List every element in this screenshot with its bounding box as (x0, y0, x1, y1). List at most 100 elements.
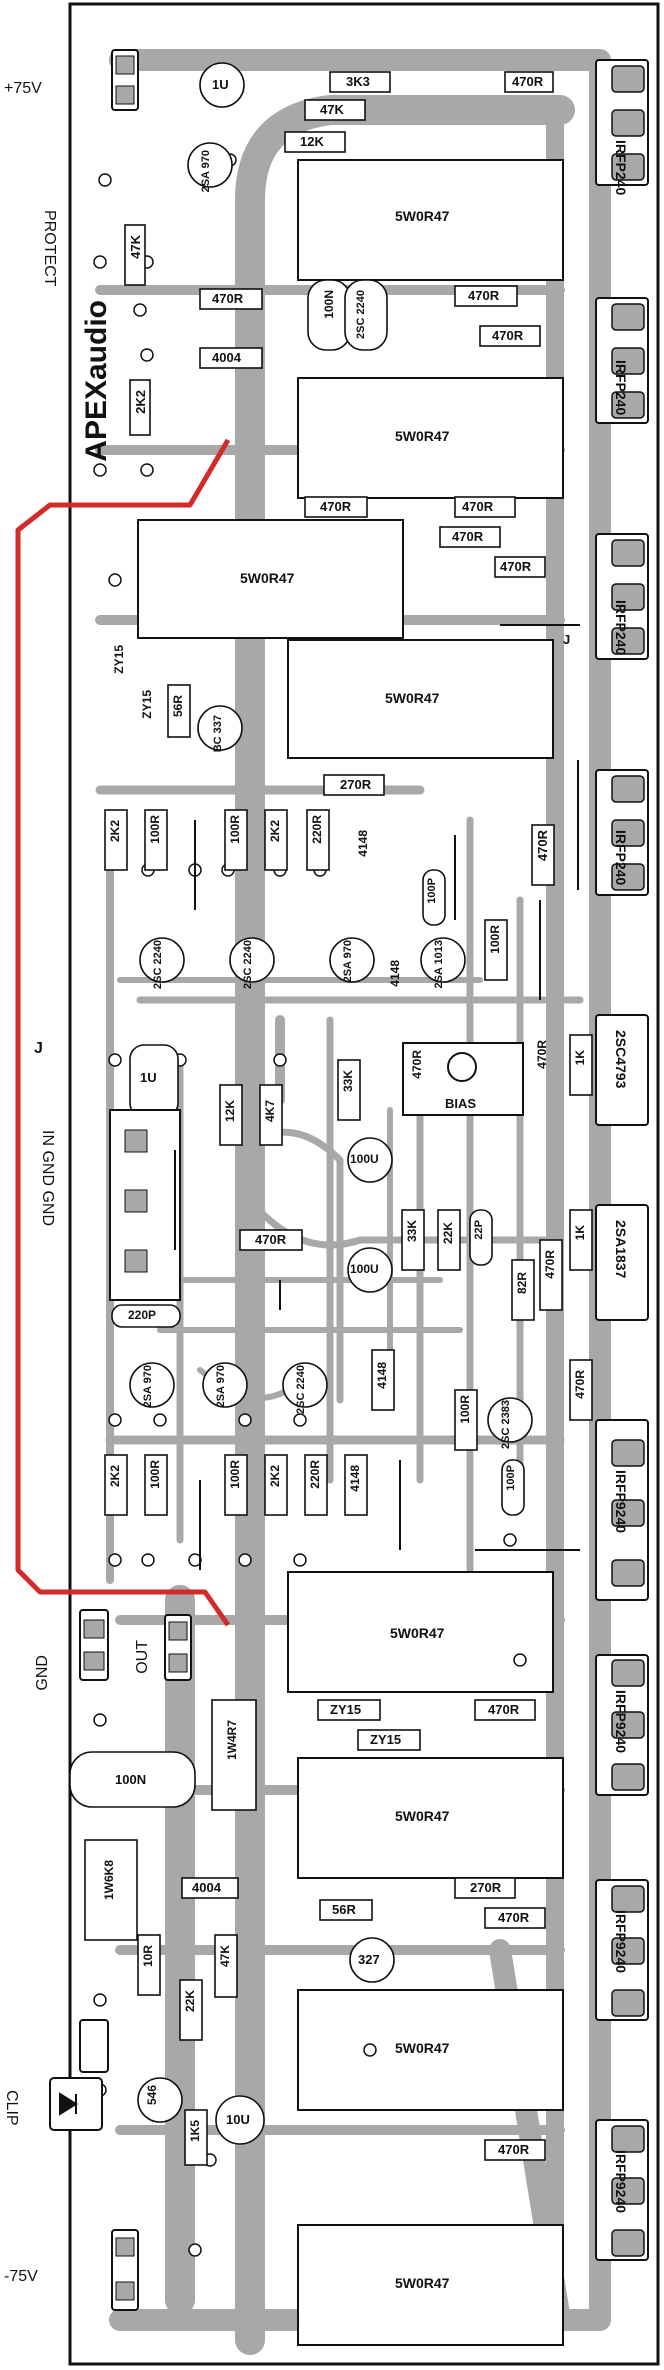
part-label: 100R (458, 1395, 472, 1424)
part-label: 470R (498, 2142, 530, 2157)
part-label: 10R (141, 1945, 155, 1968)
part-label: 12K (300, 134, 324, 149)
transistor-label: IRFP240 (613, 830, 629, 886)
transistor-label: IRFP240 (613, 600, 629, 656)
part-label: 100N (322, 290, 336, 319)
part-label: 470R (452, 529, 484, 544)
transistor-label: IRFP9240 (613, 2150, 629, 2214)
part-label: ZY15 (112, 645, 126, 674)
part-label: ZY15 (370, 1732, 402, 1747)
part-label: 47K (128, 235, 143, 259)
part-label: 1K5 (188, 2120, 202, 2143)
part-label: 100R (148, 815, 162, 844)
part-label: 100P (505, 1465, 517, 1491)
part-label: 47K (320, 102, 344, 117)
part-label: 2SA 970 (215, 1365, 227, 1408)
transistor-pads (611, 65, 645, 2257)
part-label: 470R (543, 1250, 557, 1279)
input-wire (15, 438, 231, 1627)
part-label: 470R (255, 1232, 287, 1247)
part-label: 100R (228, 1460, 242, 1489)
part-label: 100N (115, 1772, 147, 1787)
part-label: 2SC 2240 (355, 290, 367, 339)
part-label: 100R (228, 815, 242, 844)
transistor-label: IRFP9240 (613, 1470, 629, 1534)
part-label: 82R (515, 1272, 529, 1295)
part-label: 470R (492, 328, 524, 343)
part-label: 270R (340, 777, 372, 792)
part-label: 2SA 1013 (433, 940, 445, 989)
part-label: 22K (183, 1990, 197, 2013)
part-label: 470R (512, 74, 544, 89)
bias-pot-label: BIAS (445, 1096, 477, 1111)
part-label: 327 (358, 1952, 380, 1967)
part-label: 470R (535, 830, 550, 862)
part-label: 220P (128, 1308, 157, 1322)
part-label: 2SC 2383 (500, 1400, 512, 1449)
part-label: 4148 (388, 960, 402, 987)
part-label: 220R (310, 815, 324, 844)
power-resistors (137, 159, 564, 2346)
part-label: 4148 (375, 1362, 389, 1389)
transistor-label: IRFP240 (613, 360, 629, 416)
part-label: 1U (212, 77, 229, 92)
part-label: 22K (441, 1222, 455, 1245)
power-resistor-label: 5W0R47 (395, 428, 450, 444)
jumpers (174, 624, 580, 1570)
part-label: 2K2 (133, 390, 148, 414)
jumper-label: J (563, 632, 571, 647)
part-label: 470R (488, 1702, 520, 1717)
part-label: 1U (140, 1070, 157, 1085)
part-label: 47K (218, 1945, 232, 1968)
part-label: 100P (426, 878, 438, 904)
power-resistor-label: 5W0R47 (395, 2040, 450, 2056)
minus-supply-label: -75V (4, 2268, 38, 2285)
part-label: 2SA 970 (142, 1365, 154, 1408)
transistor-label: IRFP9240 (613, 1690, 629, 1754)
part-label: BC 337 (212, 715, 224, 753)
part-label: 470R (573, 1370, 587, 1399)
part-label: 100U (350, 1152, 379, 1166)
wire-j-label: J (34, 1040, 43, 1057)
part-label: 1W6K8 (102, 1860, 116, 1901)
clip-label: CLIP (3, 2090, 20, 2126)
part-label: 56R (332, 1902, 356, 1917)
power-resistor-label: 5W0R47 (395, 1808, 450, 1824)
power-resistor-label: 5W0R47 (385, 690, 440, 706)
part-label: 33K (341, 1070, 355, 1093)
part-label: 2SA 970 (342, 940, 354, 983)
part-label: 470R (468, 288, 500, 303)
part-label: 470R (462, 499, 494, 514)
part-label: 220R (308, 1460, 322, 1489)
part-label: 3K3 (346, 74, 370, 89)
part-label: 470R (320, 499, 352, 514)
part-label: 2K2 (108, 1465, 122, 1488)
small-resistors (84, 71, 593, 2166)
part-label: 33K (405, 1220, 419, 1243)
part-label: 2K2 (268, 820, 282, 843)
part-label: 4004 (212, 350, 241, 365)
part-label: 546 (145, 2085, 159, 2106)
plus-supply-label: +75V (4, 80, 42, 97)
driver-transistor-label: 2SA1837 (613, 1220, 629, 1279)
part-label: 2K2 (268, 1465, 282, 1488)
part-label: 1K (573, 1050, 587, 1066)
input-connector-label: IN GND GND (39, 1130, 56, 1226)
part-label: 2K2 (108, 820, 122, 843)
part-label: 470R (535, 1040, 549, 1069)
part-label: 470R (212, 291, 244, 306)
part-label: 12K (223, 1100, 237, 1123)
power-resistor-label: 5W0R47 (390, 1625, 445, 1641)
part-label: 100R (488, 925, 502, 954)
power-resistor-label: 5W0R47 (240, 570, 295, 586)
power-resistor-label: 5W0R47 (395, 2275, 450, 2291)
part-label: 470R (498, 1910, 530, 1925)
part-label: 2SC 2240 (242, 940, 254, 989)
part-label: 4148 (348, 1465, 362, 1492)
part-label: 2SC 2240 (295, 1365, 307, 1414)
gnd-label: GND (34, 1655, 51, 1691)
round-parts (129, 62, 533, 2145)
part-label: 22P (473, 1220, 485, 1240)
power-resistor-label: 5W0R47 (395, 208, 450, 224)
